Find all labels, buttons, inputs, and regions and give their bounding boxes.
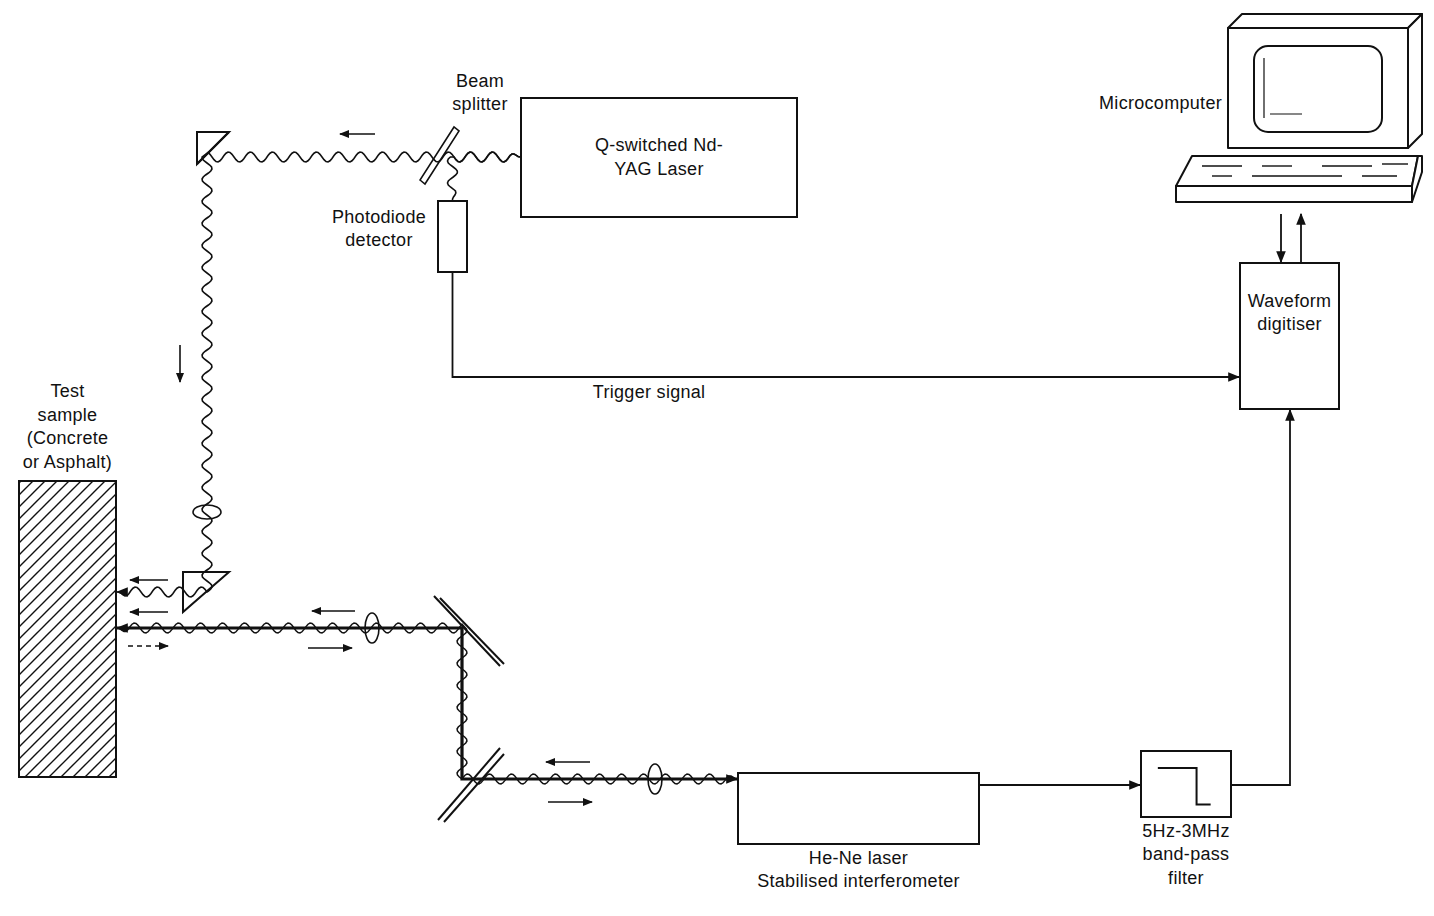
signal-line — [1300, 214, 1302, 262]
laser-beam — [117, 628, 737, 779]
computer-part — [1362, 175, 1397, 176]
computer-part — [1228, 28, 1408, 148]
connector — [453, 273, 1240, 377]
computer-part — [1322, 165, 1372, 166]
filter-response — [1158, 768, 1211, 804]
node-label: He-Ne laser — [757, 847, 960, 870]
node-label: Waveform digitiser — [1244, 290, 1336, 337]
edge-label: Trigger signal — [590, 382, 709, 404]
computer-part — [1212, 175, 1232, 176]
waveform-digitiser: Waveform digitiser — [1239, 262, 1340, 410]
direction-arrows — [128, 134, 592, 802]
direction-arrow — [546, 761, 590, 763]
laser-beam — [117, 152, 520, 597]
beam-wave — [117, 623, 737, 784]
signal-line — [980, 784, 1140, 786]
text-group: Test sample (Concrete or Asphalt) — [22, 380, 114, 474]
computer-part — [1228, 14, 1422, 28]
connector — [117, 623, 737, 784]
direction-arrow — [128, 645, 168, 647]
direction-arrow — [130, 611, 168, 613]
computer-part — [1176, 156, 1418, 186]
text-group: Waveform digitiser — [1241, 290, 1338, 337]
mirror — [444, 754, 504, 822]
direction-arrow — [179, 345, 181, 382]
connector — [980, 785, 1140, 786]
text-group: Microcomputer — [1099, 92, 1222, 115]
microcomputer: Microcomputer — [1172, 6, 1427, 214]
signal-line — [1232, 410, 1290, 785]
test-sample: Test sample (Concrete or Asphalt) — [18, 480, 117, 778]
connector — [448, 152, 521, 200]
node-label: Q-switched Nd-YAG Laser — [584, 134, 734, 181]
direction-arrow — [130, 579, 168, 581]
node-label: 5Hz-3MHz band-pass filter — [1136, 820, 1236, 890]
computer-part — [1262, 165, 1292, 166]
prism — [183, 572, 229, 612]
connector — [1232, 410, 1290, 785]
filter-symbol — [1142, 752, 1230, 816]
part-label: Beam splitter — [430, 70, 530, 117]
node-label: Microcomputer — [1099, 92, 1222, 115]
computer-part — [1202, 164, 1408, 176]
signal-line — [453, 273, 1240, 377]
computer-part — [1252, 175, 1342, 176]
hatch-fill — [20, 482, 115, 776]
laser-box: Q-switched Nd-YAG Laser — [520, 97, 798, 218]
band-pass-filter: 5Hz-3MHz band-pass filter — [1140, 750, 1232, 818]
computer-part — [1202, 165, 1242, 166]
node-label: Test sample (Concrete or Asphalt) — [22, 380, 114, 474]
laser-beam — [448, 152, 521, 200]
text-group: Q-switched Nd-YAG Laser — [522, 99, 796, 216]
computer-part — [1408, 14, 1422, 148]
computer-part — [1176, 186, 1412, 202]
text-group: He-Ne laserStabilised interferometer — [757, 847, 960, 894]
computer-part — [1382, 163, 1408, 164]
he-ne-interferometer: He-Ne laserStabilised interferometer — [737, 772, 980, 845]
direction-arrow — [308, 647, 352, 649]
hatching — [20, 482, 115, 776]
photodiode-detector: Photodiode detector — [437, 200, 468, 273]
lens — [193, 505, 221, 519]
text-group: Photodiode detector — [323, 206, 435, 253]
connector — [117, 152, 520, 597]
mirror — [438, 748, 500, 820]
computer-part — [1254, 46, 1382, 132]
direction-arrow — [548, 801, 592, 803]
connector — [1281, 214, 1282, 262]
computer-part — [1412, 156, 1422, 202]
node-label: Photodiode detector — [323, 206, 435, 253]
text-group: 5Hz-3MHz band-pass filter — [1136, 820, 1236, 890]
connector — [1301, 214, 1302, 262]
signal-line — [1280, 214, 1282, 262]
direction-arrow — [340, 133, 375, 135]
direction-arrow — [312, 610, 355, 612]
node-label: Stabilised interferometer — [757, 870, 960, 893]
computer-part — [1264, 58, 1302, 118]
